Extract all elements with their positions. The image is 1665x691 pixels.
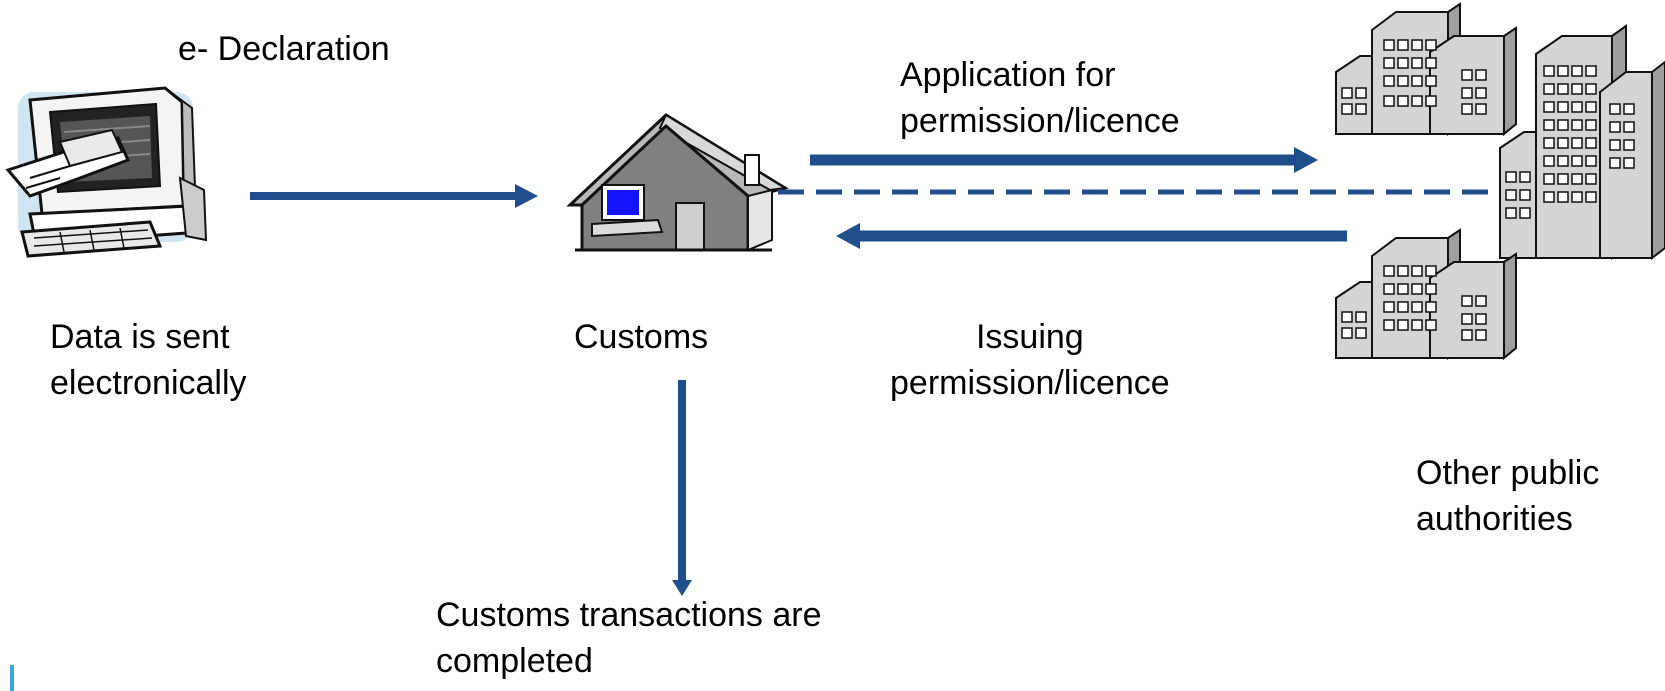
customs-house-icon bbox=[566, 113, 789, 252]
issuing-label: Issuing permission/licence bbox=[890, 314, 1170, 406]
completed-label: Customs transactions are completed bbox=[436, 592, 822, 684]
application-line-1: Application for bbox=[900, 56, 1116, 94]
arrow-to-completed bbox=[672, 380, 692, 596]
e-declaration-label: e- Declaration bbox=[178, 30, 390, 68]
other-authorities-line-2: authorities bbox=[1416, 500, 1573, 538]
building-cluster-top bbox=[1335, 2, 1517, 137]
customs-label: Customs bbox=[574, 318, 709, 356]
other-authorities-label: Other public authorities bbox=[1416, 450, 1599, 542]
building-cluster-bottom bbox=[1335, 228, 1517, 361]
arrow-to-customs bbox=[250, 184, 538, 208]
arrow-application bbox=[810, 147, 1318, 173]
data-sent-line-2: electronically bbox=[50, 364, 247, 402]
completed-line-2: completed bbox=[436, 642, 593, 680]
application-line-2: permission/licence bbox=[900, 102, 1180, 140]
data-sent-label: Data is sent electronically bbox=[50, 314, 247, 406]
issuing-line-1: Issuing bbox=[975, 318, 1084, 356]
office-buildings-icon bbox=[1335, 2, 1665, 361]
completed-line-1: Customs transactions are bbox=[436, 596, 822, 634]
application-label: Application for permission/licence bbox=[900, 52, 1180, 144]
computer-terminal-icon bbox=[5, 86, 208, 258]
data-sent-line-1: Data is sent bbox=[50, 318, 230, 356]
building-tower-right bbox=[1499, 24, 1665, 261]
arrow-issuing bbox=[836, 223, 1347, 249]
edge-mark bbox=[10, 665, 14, 691]
other-authorities-line-1: Other public bbox=[1416, 454, 1600, 492]
issuing-line-2: permission/licence bbox=[890, 364, 1170, 402]
